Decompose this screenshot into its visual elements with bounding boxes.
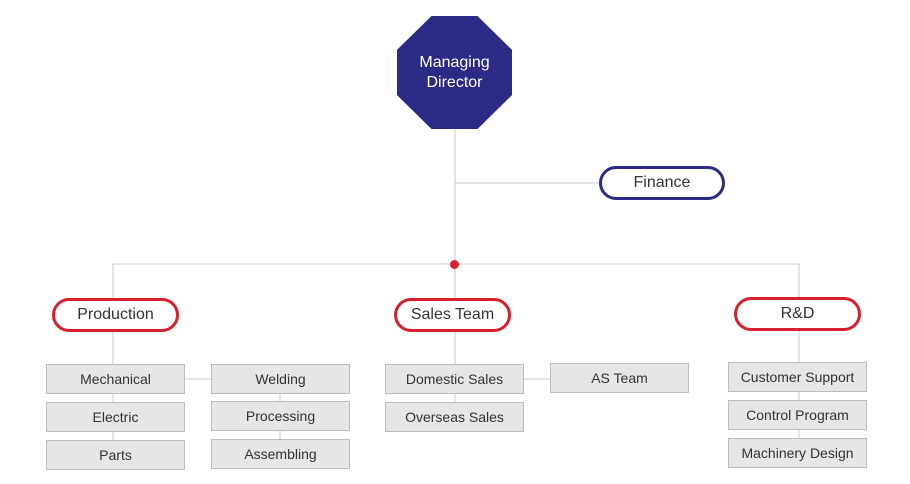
team-label: Welding	[255, 371, 306, 387]
department-sales-team: Sales Team	[394, 298, 511, 332]
team-label: AS Team	[591, 370, 648, 386]
team-machinery-design: Machinery Design	[728, 438, 867, 468]
team-as-team: AS Team	[550, 363, 689, 393]
team-label: Electric	[92, 409, 139, 425]
team-label: Control Program	[746, 407, 849, 423]
managing-director-node: Managing Director	[397, 16, 512, 129]
department-label: Production	[77, 306, 154, 323]
finance-node: Finance	[599, 166, 725, 200]
team-label: Assembling	[244, 446, 317, 462]
department-label: Sales Team	[410, 306, 495, 323]
team-overseas-sales: Overseas Sales	[385, 402, 524, 432]
team-parts: Parts	[46, 440, 185, 470]
team-control-program: Control Program	[728, 400, 867, 430]
team-customer-support: Customer Support	[728, 362, 867, 392]
team-label: Machinery Design	[741, 445, 854, 461]
department-rd: R&D	[734, 297, 861, 331]
team-label: Customer Support	[740, 369, 855, 385]
team-domestic-sales: Domestic Sales	[385, 364, 524, 394]
team-welding: Welding	[211, 364, 350, 394]
team-label: Overseas Sales	[405, 409, 504, 425]
team-label: Parts	[99, 447, 132, 463]
team-label: Mechanical	[80, 371, 151, 387]
team-label: Processing	[245, 408, 316, 424]
junction-dot	[450, 260, 459, 269]
department-production: Production	[52, 298, 179, 332]
finance-label: Finance	[633, 174, 691, 191]
team-processing: Processing	[211, 401, 350, 431]
team-mechanical: Mechanical	[46, 364, 185, 394]
managing-director-label: Managing Director	[419, 53, 490, 91]
team-assembling: Assembling	[211, 439, 350, 469]
team-electric: Electric	[46, 402, 185, 432]
department-label: R&D	[780, 305, 815, 322]
team-label: Domestic Sales	[405, 371, 504, 387]
